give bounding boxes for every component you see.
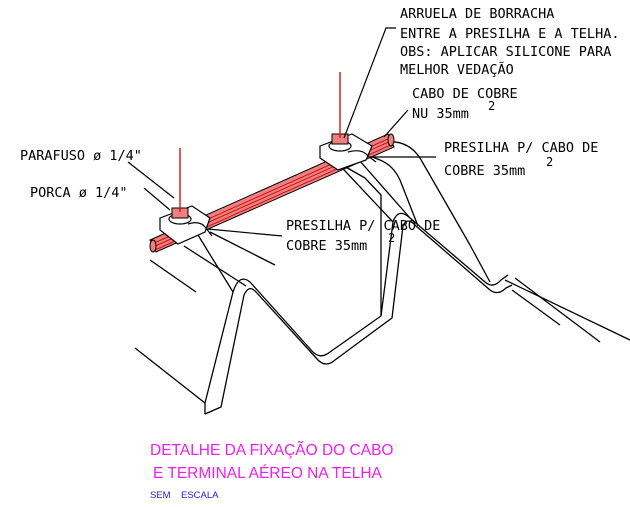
leader-cable [383,109,409,138]
label-cable-line2: NU 35mm [412,106,469,122]
cable-end-left [149,239,157,253]
callout-washer: ARRUELA DE BORRACHA ENTRE A PRESILHA E A… [400,6,619,78]
label-washer-line3: OBS: APLICAR SILICONE PARA [400,44,611,60]
label-nut: PORCA ø 1/4" [30,185,128,201]
callout-clamp-left: PRESILHA P/ CABO DE COBRE 35mm 2 [286,218,440,254]
title-block: DETALHE DA FIXAÇÃO DO CABO E TERMINAL AÉ… [150,442,393,501]
label-clamp-right-line2: COBRE 35mm [444,163,525,179]
roof-ridge-line-2 [183,245,247,287]
scale-note-escala: ESCALA [181,490,219,501]
leader-nut [143,187,171,211]
label-washer-line4: MELHOR VEDAÇÃO [400,61,514,78]
label-clamp-left-sup: 2 [388,231,395,245]
leader-screw [127,161,175,199]
label-clamp-right-sup: 2 [546,155,553,169]
roof-back-rib [359,151,419,227]
roof-profile-front-inner [204,220,513,415]
clamp-right [319,72,377,171]
label-cable-line1: CABO DE COBRE [412,86,518,102]
callout-nut: PORCA ø 1/4" [30,185,128,201]
roof-ridge-line-3 [209,231,276,266]
label-cable-sup: 2 [488,99,495,113]
roof-right-line-3 [504,279,630,341]
callout-cable: CABO DE COBRE NU 35mm 2 [412,86,518,122]
roof-right-line-1 [514,277,601,343]
roof-edge-left [134,347,206,414]
callout-clamp-right: PRESILHA P/ CABO DE COBRE 35mm 2 [444,140,598,179]
label-screw: PARAFUSO ø 1/4" [20,148,142,164]
label-clamp-left-line2: COBRE 35mm [286,238,367,254]
leader-lines [127,27,436,237]
clamp-right-band [347,150,377,163]
roof-right-line-2 [511,289,561,326]
scale-note-sem: SEM [150,490,171,501]
leader-washer [343,27,396,139]
roof-edge-left-2 [149,259,197,293]
roof-sheet [134,141,630,415]
drawing-title-line1: DETALHE DA FIXAÇÃO DO CABO [150,442,393,459]
clamp-left-band [187,222,213,237]
label-clamp-left-line1: PRESILHA P/ CABO DE [286,218,440,234]
cable-end-right [387,133,395,147]
callout-screw: PARAFUSO ø 1/4" [20,148,142,164]
clamp-left [159,148,213,245]
leader-clamp-left [207,228,283,237]
label-washer-line2: ENTRE A PRESILHA E A TELHA. [400,26,619,42]
label-clamp-right-line1: PRESILHA P/ CABO DE [444,140,598,156]
roof-ridge-line-5 [351,151,411,219]
label-washer-line1: ARRUELA DE BORRACHA [400,6,554,22]
drawing-title-line2: E TERMINAL AÉREO NA TELHA [153,465,383,482]
